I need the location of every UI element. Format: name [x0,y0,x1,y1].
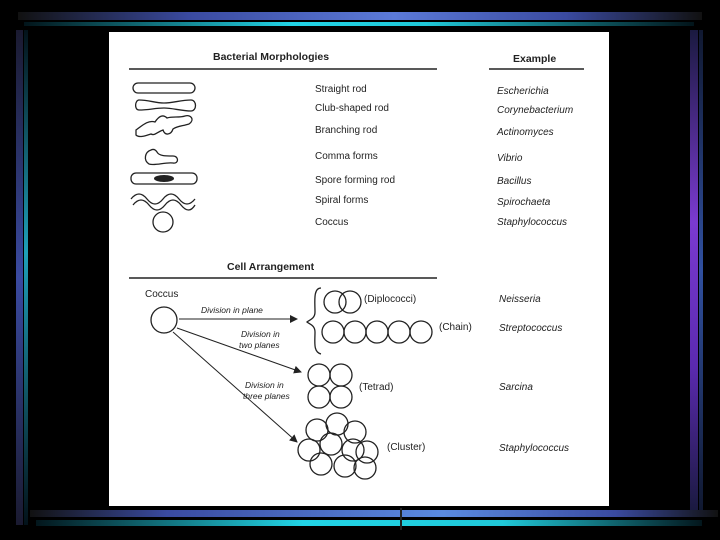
division-two-label-1: Division in [241,329,280,339]
morph-example-actinomyces: Actinomyces [496,127,554,138]
bottom-decor-bar-accent [36,520,702,526]
left-decor-bar-accent [24,30,28,525]
morph-label-club-rod: Club-shaped rod [315,103,389,114]
diagram-sheet: Bacterial Morphologies Example Straight … [109,32,609,506]
arrangement-title: Cell Arrangement [227,261,315,273]
group-example-sarcina: Sarcina [499,382,533,393]
arrangement-coccus-shape [150,306,178,334]
division-two-label-2: two planes [239,340,280,350]
morph-example-spirochaeta: Spirochaeta [497,197,551,208]
spore-shape [154,175,174,182]
group-label-diplococci: (Diplococci) [364,294,416,305]
bacteria-diagram: Bacterial Morphologies Example Straight … [129,51,584,480]
club-rod-shape [134,99,197,112]
diplococci-cell-1 [323,290,347,314]
chain-cell-2 [343,320,367,344]
branching-rod-shape [135,114,193,138]
tetrad-cell-4 [329,385,353,409]
morph-label-coccus: Coccus [315,217,348,228]
morph-label-straight-rod: Straight rod [315,84,367,95]
division-brace [306,287,322,355]
morph-label-spiral: Spiral forms [315,195,368,206]
tetrad-cell-2 [329,363,353,387]
comma-form-shape [144,148,179,166]
division-plane-label: Division in plane [201,305,263,315]
chain-cell-3 [365,320,389,344]
spiral-form-shape [130,193,196,205]
arrangement-coccus-label: Coccus [145,289,178,300]
morph-example-corynebacterium: Corynebacterium [497,105,573,116]
chain-cell-4 [387,320,411,344]
group-label-chain: (Chain) [439,322,472,333]
spiral-form-inner [132,199,196,211]
arrow-three-planes [172,331,298,443]
top-decor-bar [18,12,702,20]
group-example-neisseria: Neisseria [499,294,541,305]
morph-label-comma: Comma forms [315,151,378,162]
morph-label-spore-rod: Spore forming rod [315,175,395,186]
left-decor-bar [16,30,23,525]
group-label-cluster: (Cluster) [387,442,425,453]
morph-example-escherichia: Escherichia [497,86,549,97]
division-three-label-2: three planes [243,391,291,401]
chain-cell-5 [409,320,433,344]
morph-example-staphylococcus: Staphylococcus [497,217,567,228]
tetrad-cell-1 [307,363,331,387]
top-decor-bar-accent [24,22,694,26]
tetrad-cell-3 [307,385,331,409]
coccus-shape [152,211,174,233]
right-decor-bar-accent [699,30,703,510]
right-decor-bar [690,30,698,510]
bottom-divider [400,508,402,530]
morph-example-vibrio: Vibrio [497,153,523,164]
morph-example-bacillus: Bacillus [497,176,531,187]
straight-rod-shape [132,82,196,94]
group-label-tetrad: (Tetrad) [359,382,393,393]
morphologies-title: Bacterial Morphologies [213,51,329,63]
diplococci-cell-2 [338,290,362,314]
group-example-staphylococcus: Staphylococcus [499,443,569,454]
group-example-streptococcus: Streptococcus [499,323,562,334]
division-three-label-1: Division in [245,380,284,390]
morph-label-branching-rod: Branching rod [315,125,377,136]
bottom-decor-bar [30,510,718,517]
spore-rod-shape [130,172,198,185]
cluster-cells [297,412,379,480]
example-title: Example [513,53,556,65]
chain-cell-1 [321,320,345,344]
arrow-two-planes [176,327,302,374]
